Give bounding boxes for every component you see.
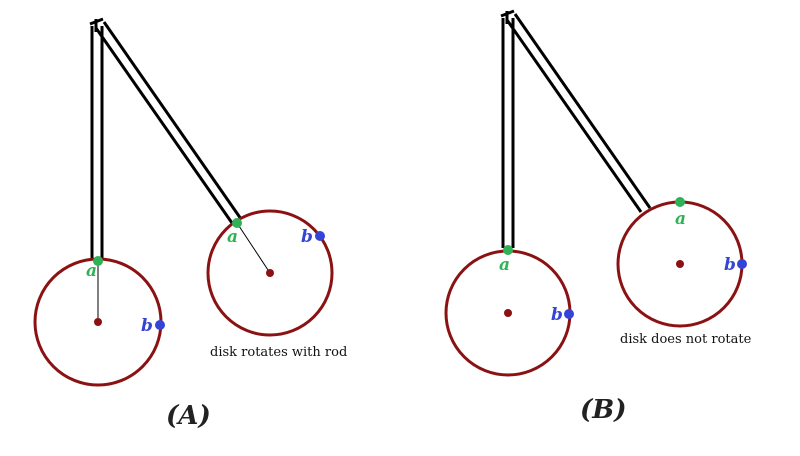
panel-b-point-b-swung xyxy=(737,259,747,269)
panel-a-point-b-swung xyxy=(315,231,325,241)
panel-b-caption: disk does not rotate xyxy=(620,332,752,347)
panel-a-disk-swung xyxy=(206,209,334,337)
panel-a-point-a-hanging xyxy=(93,256,103,266)
panel-a-point-b-hanging xyxy=(155,320,165,330)
panel-b-point-a-swung xyxy=(675,197,685,207)
panel-b-vertical-rod xyxy=(501,18,515,248)
panel-a-label-b-swung: b xyxy=(301,227,313,247)
panel-a-center-hanging xyxy=(94,318,102,326)
panel-a-label-b-hanging: b xyxy=(141,316,153,336)
panel-b-center-hanging xyxy=(504,309,512,317)
panel-a-radius-swung xyxy=(236,222,271,274)
panel-b-center-swung xyxy=(676,260,684,268)
panel-a-caption: disk rotates with rod xyxy=(210,345,347,360)
panel-b-point-b-hanging xyxy=(564,309,574,319)
panel-a-swung-rod xyxy=(94,21,243,224)
panel-b-label-a-hanging: a xyxy=(499,255,510,275)
panel-b-label-a-swung: a xyxy=(675,209,686,229)
panel-a-label-a-hanging: a xyxy=(86,261,97,281)
panel-b-label-b-hanging: b xyxy=(551,305,563,325)
panel-a: a b a b disk rotates with rod (A) xyxy=(33,17,347,431)
panel-b-label-b-swung: b xyxy=(724,255,736,275)
panel-a-label: (A) xyxy=(166,401,211,431)
panel-b: a b a b disk does not rotate (B) xyxy=(444,9,752,425)
panel-a-point-a-swung xyxy=(232,218,242,228)
panel-b-swung-rod xyxy=(505,13,652,213)
panel-a-center-swung xyxy=(266,269,274,277)
panel-a-vertical-rod xyxy=(90,26,104,260)
panel-a-label-a-swung: a xyxy=(227,227,238,247)
panel-b-point-a-hanging xyxy=(503,245,513,255)
panel-b-label: (B) xyxy=(580,395,627,425)
